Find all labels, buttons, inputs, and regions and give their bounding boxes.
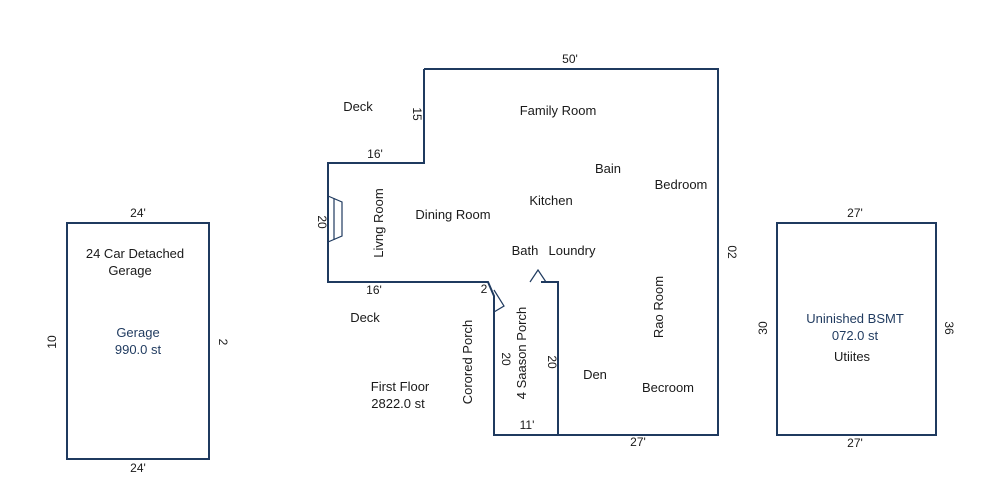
room-bain: Bain bbox=[595, 161, 621, 176]
basement-dim-right: 36 bbox=[942, 321, 956, 335]
basement-sub: Utiites bbox=[834, 349, 871, 364]
house-dim-porch-top: 2 bbox=[481, 282, 488, 296]
basement-title: Uninished BSMT bbox=[806, 311, 904, 326]
house-dim-left: 20 bbox=[315, 215, 329, 229]
garage-title-line1: 24 Car Detached bbox=[86, 246, 184, 261]
garage-area-value: 990.0 st bbox=[115, 342, 162, 357]
garage-title-line2: Gerage bbox=[108, 263, 151, 278]
laundry-door-marker bbox=[529, 268, 547, 283]
room-season-porch: 4 Saason Porch bbox=[514, 307, 529, 400]
house-dim-notch-vertical: 15 bbox=[410, 107, 424, 121]
house-outline bbox=[327, 68, 719, 436]
floor-area: 2822.0 st bbox=[371, 396, 425, 411]
room-dining-room: Dining Room bbox=[415, 207, 490, 222]
house-dim-right: 02 bbox=[725, 245, 739, 259]
garage-dim-bottom: 24' bbox=[130, 461, 146, 475]
room-bedroom-bottom: Becroom bbox=[642, 380, 694, 395]
room-kitchen: Kitchen bbox=[529, 193, 572, 208]
room-den: Den bbox=[583, 367, 607, 382]
room-living-room: Livng Room bbox=[371, 188, 386, 257]
basement-area: 072.0 st bbox=[832, 328, 879, 343]
deck-top-label: Deck bbox=[343, 99, 373, 114]
room-family-room: Family Room bbox=[520, 103, 597, 118]
house-dim-porch-inner-right: 20 bbox=[545, 355, 559, 369]
house-dim-left-bottom: 16' bbox=[366, 283, 382, 297]
basement-section: 27' 27' 30 36 Uninished BSMT 072.0 st Ut… bbox=[756, 206, 956, 450]
fireplace-symbol bbox=[327, 195, 343, 243]
garage-dim-left: 10 bbox=[45, 335, 59, 349]
basement-dim-left: 30 bbox=[756, 321, 770, 335]
house-dim-top: 50' bbox=[562, 52, 578, 66]
floor-name: First Floor bbox=[371, 379, 430, 394]
room-rao-room: Rao Room bbox=[651, 276, 666, 338]
room-laundry: Loundry bbox=[549, 243, 596, 258]
house-dim-porch-inner-left: 20 bbox=[499, 352, 513, 366]
garage-section: 24' 24' 10 2 24 Car Detached Gerage Gera… bbox=[45, 206, 230, 475]
garage-outline bbox=[66, 222, 210, 460]
garage-dim-top: 24' bbox=[130, 206, 146, 220]
garage-dim-right: 2 bbox=[216, 339, 230, 346]
porch-door-marker bbox=[493, 289, 505, 313]
room-covered-porch: Corored Porch bbox=[460, 320, 475, 405]
house-dim-porch-bottom: 11' bbox=[520, 418, 535, 432]
deck-bottom-label: Deck bbox=[350, 310, 380, 325]
garage-area-name: Gerage bbox=[116, 325, 159, 340]
house-dim-bottom-right: 27' bbox=[630, 435, 646, 449]
room-bath: Bath bbox=[512, 243, 539, 258]
house-section: 50' 15 16' 20 16' 02 27' 2 11' 20 20 Fam… bbox=[315, 52, 739, 449]
season-porch-wall bbox=[541, 281, 559, 435]
basement-dim-top: 27' bbox=[847, 206, 863, 220]
basement-dim-bottom: 27' bbox=[847, 436, 863, 450]
room-bedroom-top: Bedroom bbox=[655, 177, 708, 192]
basement-outline bbox=[776, 222, 937, 436]
house-dim-notch-top: 16' bbox=[367, 147, 383, 161]
